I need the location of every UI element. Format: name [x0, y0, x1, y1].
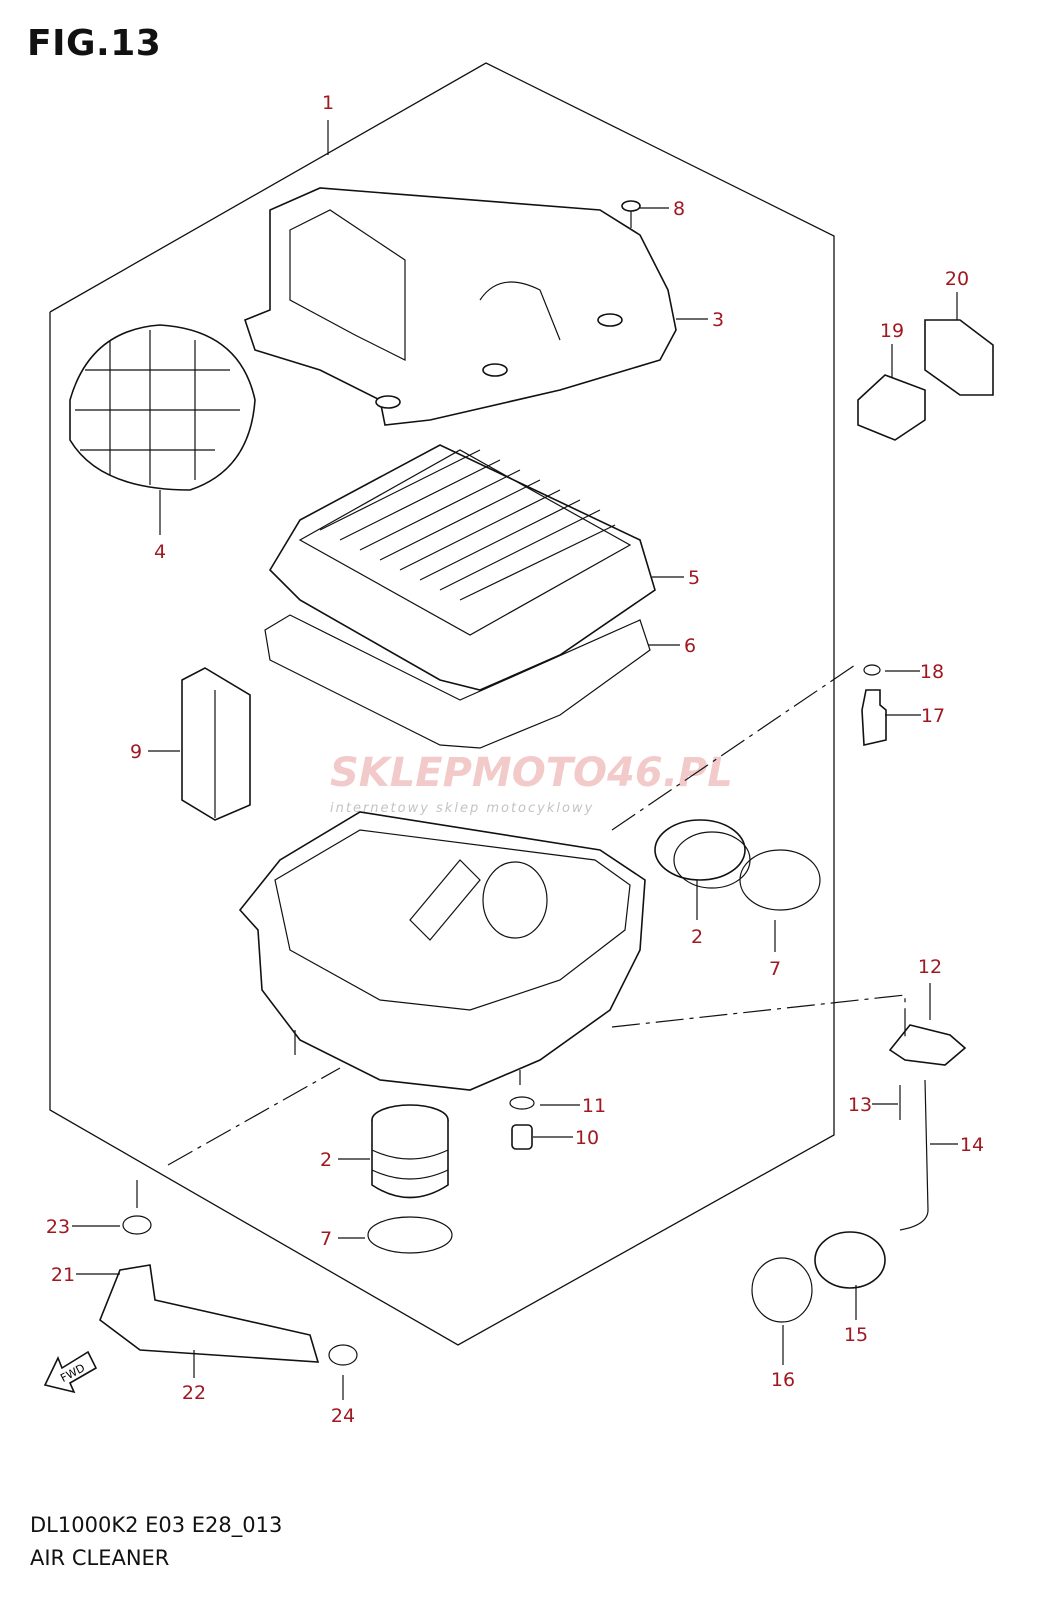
callout-part-18: 18 [920, 661, 944, 683]
callout-part-2: 2 [320, 1149, 332, 1171]
callout-part-2: 2 [691, 926, 703, 948]
sensor-connector [857, 374, 926, 441]
vacuum-sensor [888, 1024, 967, 1066]
callout-part-19: 19 [880, 320, 904, 342]
callout-part-10: 10 [575, 1127, 599, 1149]
callout-part-24: 24 [331, 1405, 355, 1427]
callout-part-5: 5 [688, 567, 700, 589]
forward-direction-arrow: FWD [43, 1350, 98, 1394]
callout-part-13: 13 [848, 1094, 872, 1116]
vacuum-hose [899, 1079, 929, 1231]
intake-duct-lower [371, 1104, 449, 1199]
callout-part-14: 14 [960, 1134, 984, 1156]
callout-part-16: 16 [771, 1369, 795, 1391]
callout-part-22: 22 [182, 1382, 206, 1404]
seal-gasket [264, 614, 651, 749]
sensor-bracket [924, 319, 994, 396]
callout-part-12: 12 [918, 956, 942, 978]
temperature-sensor [861, 689, 887, 746]
model-code: DL1000K2 E03 E28_013 [30, 1513, 283, 1537]
callout-part-15: 15 [844, 1324, 868, 1346]
hose-clamp-lower [367, 1216, 453, 1254]
foam-pad [181, 667, 251, 821]
air-cleaner-cap [244, 187, 677, 426]
o-ring [509, 1096, 535, 1110]
callout-part-8: 8 [673, 198, 685, 220]
callout-part-9: 9 [130, 741, 142, 763]
spacer [511, 1124, 533, 1150]
intake-screen [69, 324, 256, 491]
washer [863, 664, 881, 676]
canister-holder [751, 1257, 813, 1323]
callout-part-17: 17 [921, 705, 945, 727]
watermark-tagline: internetowy sklep motocyklowy [330, 801, 594, 816]
drain-hose [99, 1264, 320, 1363]
filter-canister [814, 1231, 886, 1289]
assembly-frame [49, 62, 835, 1346]
watermark-brand: SKLEPMOTO46.PL [330, 750, 733, 796]
air-cleaner-case [238, 811, 646, 1091]
callout-part-7: 7 [320, 1228, 332, 1250]
callout-part-6: 6 [684, 635, 696, 657]
callout-part-7: 7 [769, 958, 781, 980]
callout-part-3: 3 [712, 309, 724, 331]
watermark: SKLEPMOTO46.PL internetowy sklep motocyk… [330, 750, 733, 816]
section-name: AIR CLEANER [30, 1546, 170, 1570]
callout-part-20: 20 [945, 268, 969, 290]
callout-part-4: 4 [154, 541, 166, 563]
callout-part-23: 23 [46, 1216, 70, 1238]
figure-title: FIG.13 [27, 23, 162, 64]
callout-part-21: 21 [51, 1264, 75, 1286]
hose-clip-lower [328, 1344, 358, 1366]
intake-duct-upper [654, 819, 751, 889]
hose-clip-upper [122, 1215, 152, 1235]
callout-part-11: 11 [582, 1095, 606, 1117]
filter-element [268, 444, 656, 691]
hose-clamp-upper [739, 849, 821, 911]
screw [621, 200, 641, 228]
callout-part-1: 1 [322, 92, 334, 114]
